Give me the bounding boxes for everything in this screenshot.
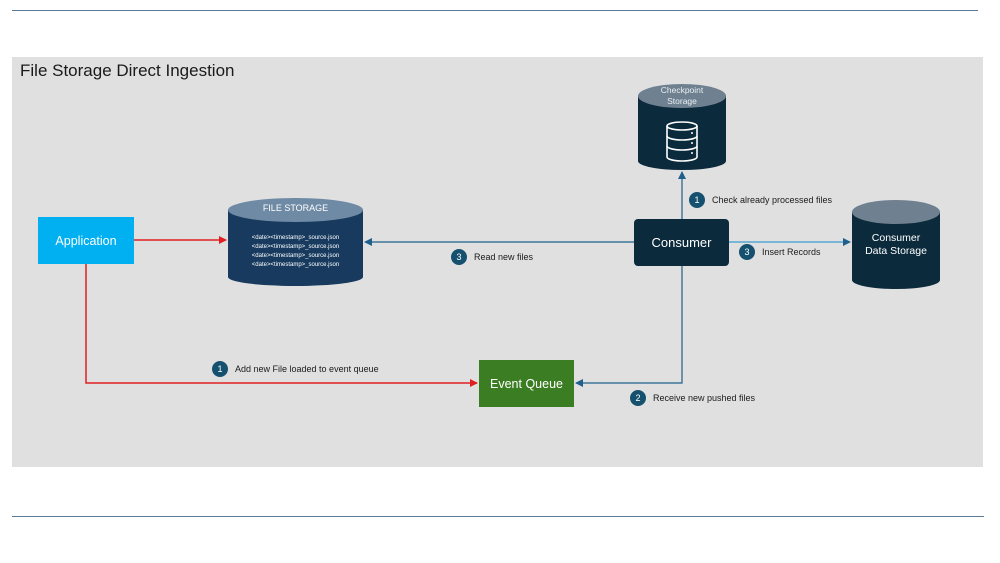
step-receive-pushed-files: 2 Receive new pushed files — [630, 390, 755, 406]
consumer-data-storage-label-line1: Consumer — [871, 232, 921, 244]
step-badge: 1 — [689, 192, 705, 208]
file-entry: <date><timestamp>_source.json — [251, 262, 340, 268]
file-storage-file-list: <date><timestamp>_source.json <date><tim… — [228, 234, 363, 270]
step-badge: 2 — [630, 390, 646, 406]
bottom-rule — [12, 516, 984, 517]
step-insert-records: 3 Insert Records — [739, 244, 821, 260]
step-check-processed: 1 Check already processed files — [689, 192, 832, 208]
file-entry: <date><timestamp>_source.json — [251, 244, 340, 250]
step-label: Add new File loaded to event queue — [235, 364, 379, 374]
file-entry: <date><timestamp>_source.json — [251, 253, 340, 259]
arrow-consumer-to-event-queue — [575, 266, 683, 387]
checkpoint-storage-label: Checkpoint Storage — [638, 85, 726, 107]
step-label: Read new files — [474, 252, 534, 262]
consumer-data-storage-label: Consumer Data Storage — [852, 232, 940, 258]
step-read-new-files: 3 Read new files — [451, 249, 533, 265]
checkpoint-label-line2: Storage — [667, 96, 697, 106]
consumer-data-storage-cylinder — [852, 200, 940, 289]
step-add-new-file: 1 Add new File loaded to event queue — [212, 361, 379, 377]
step-label: Receive new pushed files — [653, 393, 756, 403]
step-badge: 3 — [451, 249, 467, 265]
consumer-node: Consumer — [634, 219, 729, 266]
file-storage-title: FILE STORAGE — [262, 203, 329, 213]
step-label: Check already processed files — [712, 195, 833, 205]
step-badge: 1 — [212, 361, 228, 377]
file-storage-cylinder — [228, 198, 363, 286]
file-entry: <date><timestamp>_source.json — [251, 235, 340, 241]
checkpoint-storage-cylinder — [638, 84, 726, 170]
event-queue-node: Event Queue — [479, 360, 574, 407]
diagram-title: File Storage Direct Ingestion — [20, 61, 235, 80]
consumer-data-storage-label-line2: Data Storage — [865, 245, 927, 257]
step-label: Insert Records — [762, 247, 821, 257]
checkpoint-label-line1: Checkpoint — [660, 85, 704, 95]
database-icon — [666, 121, 698, 162]
step-badge: 3 — [739, 244, 755, 260]
application-node: Application — [38, 217, 134, 264]
arrow-app-to-event-queue — [85, 264, 478, 387]
top-rule — [12, 10, 978, 11]
